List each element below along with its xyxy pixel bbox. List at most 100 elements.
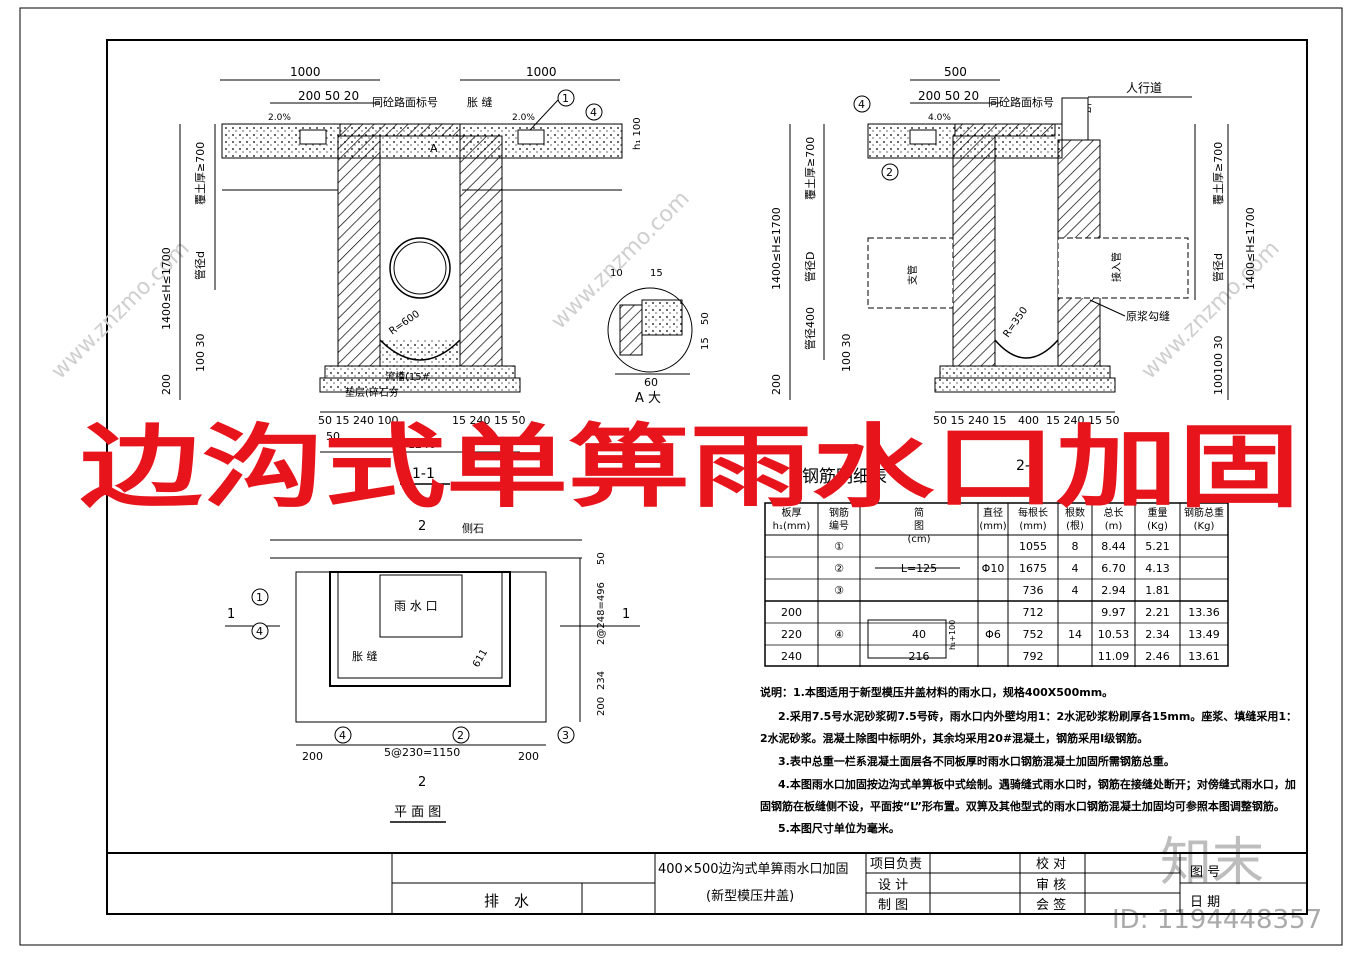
- plan-dim-r2: 2@248=496: [596, 582, 607, 645]
- table-cell: Φ6: [985, 628, 1001, 641]
- note-5: 固钢筋在板缝侧不设，平面按“L”形布置。双箅及其他型式的雨水口钢筋混凝土加固均可…: [760, 799, 1285, 813]
- plan-dim-r1: 50: [596, 552, 607, 565]
- pipe-circle: [389, 237, 451, 299]
- table-cell: 2.46: [1145, 650, 1170, 663]
- base-label-2: 垫层(碎石夯: [345, 386, 399, 399]
- s2-left-dim-4: 200: [770, 374, 783, 395]
- table-cell: 13.61: [1188, 650, 1220, 663]
- table-header-6: 总长: [1104, 506, 1124, 519]
- plan-dim-r4: 200: [596, 697, 607, 716]
- table-header-6: (m): [1105, 521, 1123, 532]
- plan-cut-2-bot: 2: [418, 775, 426, 790]
- table-cell: 11.09: [1098, 650, 1130, 663]
- table-cell: 4: [1072, 584, 1079, 597]
- table-header-2: (cm): [907, 534, 930, 545]
- detail-d5: 60: [644, 376, 658, 389]
- table-cell: 2.21: [1145, 606, 1170, 619]
- note-0: 说明：1.本图适用于新型模压井盖材料的雨水口，规格400X500mm。: [760, 685, 1113, 699]
- bottom-50: 50: [326, 430, 340, 443]
- tb-check-1: 校 对: [1036, 856, 1066, 872]
- s2-bottom-mid: 400: [1018, 414, 1039, 427]
- overlay-title: 边沟式单箅雨水口加固: [80, 414, 1300, 520]
- s2-bottom-r: 15 240 15 50: [1046, 414, 1119, 427]
- table-header-7: (Kg): [1147, 521, 1168, 532]
- plan-611: 611: [471, 647, 490, 669]
- notes: 说明：1.本图适用于新型模压井盖材料的雨水口，规格400X500mm。 2.采用…: [760, 685, 1297, 835]
- plan-cut-1-r: 1: [622, 607, 630, 622]
- table-cell: 216: [909, 650, 930, 663]
- table-cell: ①: [834, 540, 844, 553]
- slope-right: 2.0%: [512, 113, 535, 123]
- table-cell: Φ10: [982, 562, 1005, 575]
- s2-left-dim-5: 100 30: [840, 334, 853, 373]
- right-wall: [459, 135, 503, 367]
- s2-pipe-d: 管径D: [803, 252, 817, 282]
- plan-dim-r3: 234: [596, 671, 607, 690]
- detail-a: 10 15 50 15 60 A 大: [607, 268, 711, 406]
- table-header-3: (mm): [979, 521, 1006, 532]
- table-cell: 5.21: [1145, 540, 1170, 553]
- table-header-0: h₁(mm): [773, 521, 811, 532]
- section-1-1: 1000 1000 200 50 20 2.0% 2.0% 同砼路面标号 胀 缝…: [160, 65, 643, 485]
- s2-left-dim-1: 1400≤H≤1700: [770, 207, 783, 290]
- inlet-pipe: [1057, 237, 1189, 299]
- tb-drawing-sub: (新型模压井盖): [706, 888, 794, 904]
- plan-callout-4b: 4: [339, 729, 346, 742]
- s2-left-dim-2: 覆土厚≥700: [804, 137, 817, 200]
- table-header-2: 图: [914, 520, 924, 532]
- table-cell: 4: [1072, 562, 1079, 575]
- note-2: 2水泥砂浆。混凝土除图中标明外，其余均采用20#混凝土，钢筋采用Ⅰ级钢筋。: [760, 731, 1148, 745]
- s2-right-pipe: 管径d: [1211, 253, 1225, 282]
- s2-dim-small: 200 50 20: [918, 89, 979, 103]
- table-header-4: 每根长: [1018, 506, 1048, 519]
- plan-title: 平 面 图: [394, 805, 441, 820]
- left-dim-1: 1400≤H≤1700: [160, 247, 173, 330]
- table-cell: 2.34: [1145, 628, 1170, 641]
- s2-right-dim-1: 1400≤H≤1700: [1244, 207, 1257, 290]
- table-header-3: 直径: [983, 506, 1003, 519]
- table-cell: ③: [834, 584, 844, 597]
- table-cell: 13.36: [1188, 606, 1220, 619]
- table-cell: 2.94: [1101, 584, 1126, 597]
- table-cell: ②: [834, 562, 844, 575]
- callout-1: 1: [562, 92, 569, 105]
- plan-callout-3: 3: [562, 729, 569, 742]
- branch-label: 支管: [906, 265, 919, 285]
- outer-border: [19, 7, 1343, 946]
- tb-date: 日 期: [1190, 895, 1220, 910]
- table-header-4: (mm): [1019, 521, 1046, 532]
- s2-pave-label: 同砼路面标号: [988, 95, 1054, 109]
- r-label: R=600: [387, 309, 422, 338]
- s2-r-label: R=350: [1001, 305, 1030, 340]
- left-dim-4: 100 30: [194, 334, 207, 373]
- table-cell: 14: [1068, 628, 1082, 641]
- table-cell: 8.44: [1101, 540, 1126, 553]
- note-3: 3.表中总重一栏系混凝土面层各不同板厚时雨水口钢筋混凝土加固所需钢筋总重。: [778, 754, 1175, 768]
- plan-cut-2-top: 2: [418, 519, 426, 534]
- plan-dim-br: 200: [518, 750, 539, 763]
- plan-callout-2: 2: [457, 729, 464, 742]
- table-cell: 240: [781, 650, 802, 663]
- table-header-0: 板厚: [782, 506, 802, 519]
- bottom-total: 1240: [408, 438, 436, 451]
- s2-pipe-200: 管径400: [803, 307, 817, 350]
- table-cell: ④: [834, 628, 844, 641]
- rebar-shape-side: h₁+100: [948, 620, 957, 650]
- table-cell: 712: [1023, 606, 1044, 619]
- table-cell: 752: [1023, 628, 1044, 641]
- table-title: 钢筋明细表: [802, 467, 887, 487]
- left-dim-2: 覆土厚≥700: [194, 142, 207, 205]
- detail-d3: 50: [700, 312, 711, 325]
- table-cell: 13.49: [1188, 628, 1220, 641]
- tb-check-2: 审 核: [1036, 878, 1066, 893]
- table-header-5: 根数: [1065, 506, 1085, 519]
- note-1: 2.采用7.5号水泥砂浆砌7.5号砖，雨水口内外壁均用1：2水泥砂浆粉刷厚各15…: [778, 709, 1297, 723]
- inlet-label: 接入管: [1110, 252, 1123, 282]
- watermark-id: ID: 1194448357: [1112, 905, 1322, 935]
- dim-top-left: 1000: [290, 65, 321, 79]
- detail-label: A 大: [635, 391, 661, 406]
- tb-project: 排 水: [484, 892, 529, 910]
- plan-cut-1-l: 1: [227, 607, 235, 622]
- pipe-label: 管径d: [193, 251, 207, 280]
- table-cell: 200: [781, 606, 802, 619]
